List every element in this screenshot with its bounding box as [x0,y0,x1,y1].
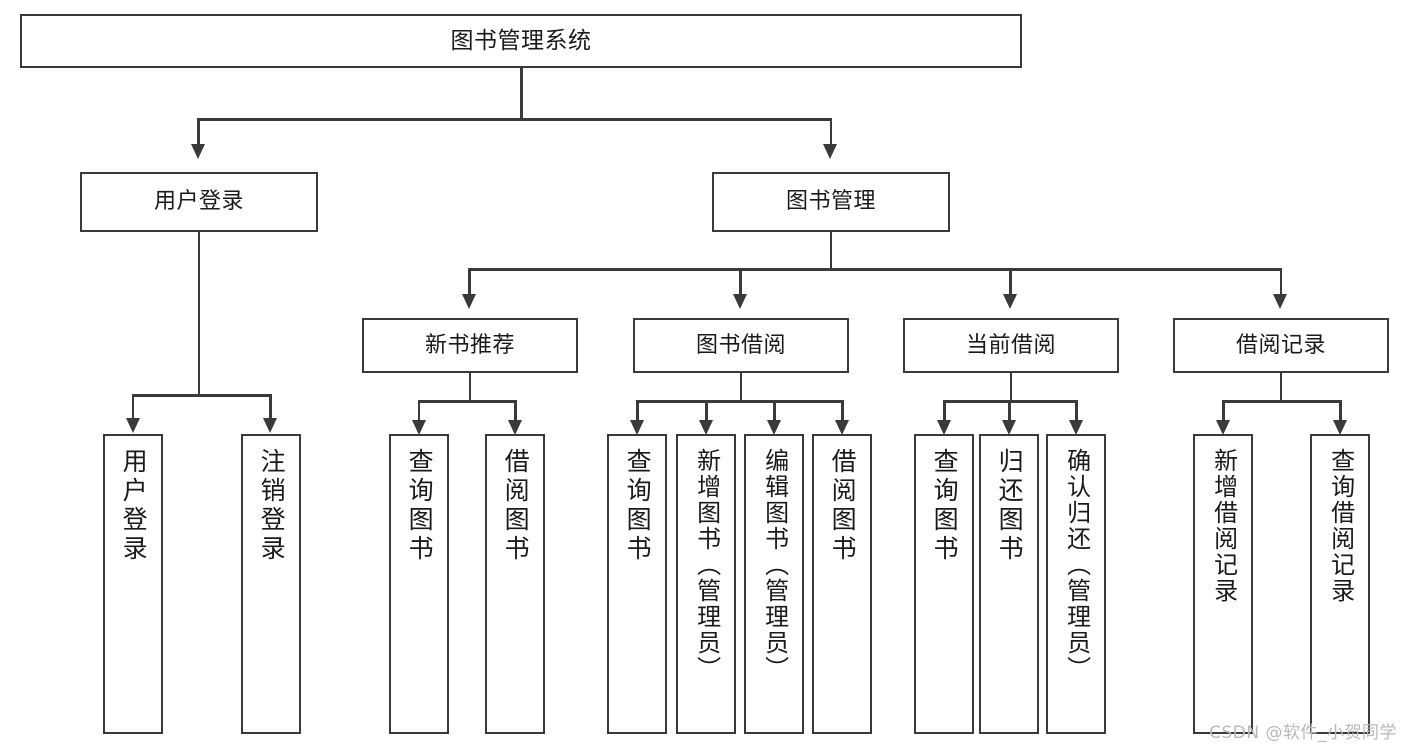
connector-current-borrow-drop-3 [1075,400,1078,422]
node-label: 归还图书 [995,448,1025,564]
arrowhead-to-current-borrow [1002,294,1017,309]
connector-book-borrow-trunk [739,373,743,402]
node-label: 用户登录 [119,448,149,564]
arrowhead-to-user-login [190,144,205,159]
arrowhead-to-leaf-logout [263,418,278,433]
arrowhead-to-leaf-add-borrow-record [1216,420,1231,435]
connector-root-to-l2-left [197,118,200,146]
node-label: 查询借阅记录 [1326,448,1355,604]
node-label: 用户登录 [153,189,244,215]
connector-borrow-record-bus [1222,400,1342,403]
connector-user-login-trunk [197,232,201,396]
node-book-borrow[interactable]: 图书借阅 [633,318,849,373]
arrowhead-to-leaf-add-book [699,420,714,435]
connector-book-borrow-drop-4 [841,400,844,422]
csdn-watermark: CSDN @软件_小贺同学 [1209,723,1397,743]
node-label: 注销登录 [257,448,287,564]
node-label: 查询图书 [405,448,435,564]
connector-book-borrow-drop-3 [773,400,776,422]
connector-new-book-bus [417,400,517,403]
node-label: 查询图书 [930,448,960,564]
connector-book-manage-bus [468,268,1282,271]
connector-book-manage-drop-4 [1279,268,1282,296]
leaf-query-book-2[interactable]: 查询图书 [607,434,667,734]
node-label: 借阅记录 [1235,332,1326,358]
connector-book-borrow-bus [636,400,844,403]
node-label: 查询图书 [623,448,653,564]
leaf-query-borrow-record[interactable]: 查询借阅记录 [1310,434,1370,734]
arrowhead-to-leaf-return-book [1002,420,1017,435]
node-label: 当前借阅 [965,332,1056,358]
connector-book-borrow-drop-2 [705,400,708,422]
node-label: 图书管理系统 [450,27,592,54]
connector-new-book-drop-1 [417,400,421,422]
arrowhead-to-leaf-user-login [125,418,140,433]
leaf-borrow-book-2[interactable]: 借阅图书 [812,434,872,734]
leaf-edit-book-admin[interactable]: 编辑图书（管理员） [744,434,804,734]
node-label: 图书管理 [785,189,876,215]
arrowhead-to-leaf-query-book-1 [411,420,426,435]
node-label: 确认归还（管理员） [1062,448,1091,682]
leaf-query-book-3[interactable]: 查询图书 [914,434,974,734]
connector-root-trunk [520,68,523,120]
connector-book-manage-drop-1 [468,268,471,296]
node-user-login[interactable]: 用户登录 [80,172,318,232]
arrowhead-to-leaf-borrow-book-2 [835,420,850,435]
connector-borrow-record-drop-2 [1339,400,1342,422]
connector-user-login-drop-2 [269,394,272,420]
connector-borrow-record-trunk [1279,373,1283,402]
leaf-logout[interactable]: 注销登录 [241,434,301,734]
node-book-management[interactable]: 图书管理 [712,172,950,232]
node-label: 新书推荐 [424,332,515,358]
connector-book-manage-trunk [829,232,833,270]
leaf-query-book-1[interactable]: 查询图书 [389,434,449,734]
connector-new-book-trunk [468,373,472,402]
connector-user-login-bus [131,394,272,397]
connector-book-manage-drop-3 [1009,268,1012,296]
node-label: 图书借阅 [695,332,786,358]
arrowhead-to-leaf-query-borrow-record [1333,420,1348,435]
node-label: 新增借阅记录 [1209,448,1238,604]
arrowhead-to-leaf-query-book-3 [937,420,952,435]
node-borrow-record[interactable]: 借阅记录 [1173,318,1389,373]
node-label: 借阅图书 [501,448,531,564]
leaf-add-book-admin[interactable]: 新增图书（管理员） [676,434,736,734]
connector-current-borrow-drop-1 [943,400,946,422]
node-label: 借阅图书 [828,448,858,564]
arrowhead-to-leaf-borrow-book-1 [508,420,523,435]
arrowhead-to-leaf-edit-book [767,420,782,435]
leaf-return-book[interactable]: 归还图书 [979,434,1039,734]
node-label: 编辑图书（管理员） [760,448,789,682]
leaf-add-borrow-record[interactable]: 新增借阅记录 [1193,434,1253,734]
arrowhead-to-new-book-rec [461,294,476,309]
connector-root-bus [197,118,832,121]
node-label: 新增图书（管理员） [692,448,721,682]
arrowhead-to-leaf-confirm-return [1069,420,1084,435]
node-new-book-recommend[interactable]: 新书推荐 [362,318,578,373]
connector-root-to-l2-right [829,118,832,146]
connector-book-manage-drop-2 [739,268,742,296]
connector-borrow-record-drop-1 [1222,400,1225,422]
connector-book-borrow-drop-1 [636,400,639,422]
connector-new-book-drop-2 [514,400,517,422]
leaf-borrow-book-1[interactable]: 借阅图书 [485,434,545,734]
leaf-confirm-return-admin[interactable]: 确认归还（管理员） [1046,434,1106,734]
connector-current-borrow-trunk [1009,373,1013,402]
connector-user-login-drop-1 [131,394,135,420]
leaf-user-login[interactable]: 用户登录 [103,434,163,734]
node-current-borrow[interactable]: 当前借阅 [903,318,1119,373]
arrowhead-to-book-manage [823,144,838,159]
arrowhead-to-leaf-query-book-2 [630,420,645,435]
arrowhead-to-book-borrow [732,294,747,309]
node-root-system[interactable]: 图书管理系统 [20,14,1022,68]
connector-current-borrow-drop-2 [1008,400,1011,422]
arrowhead-to-borrow-record [1273,294,1288,309]
